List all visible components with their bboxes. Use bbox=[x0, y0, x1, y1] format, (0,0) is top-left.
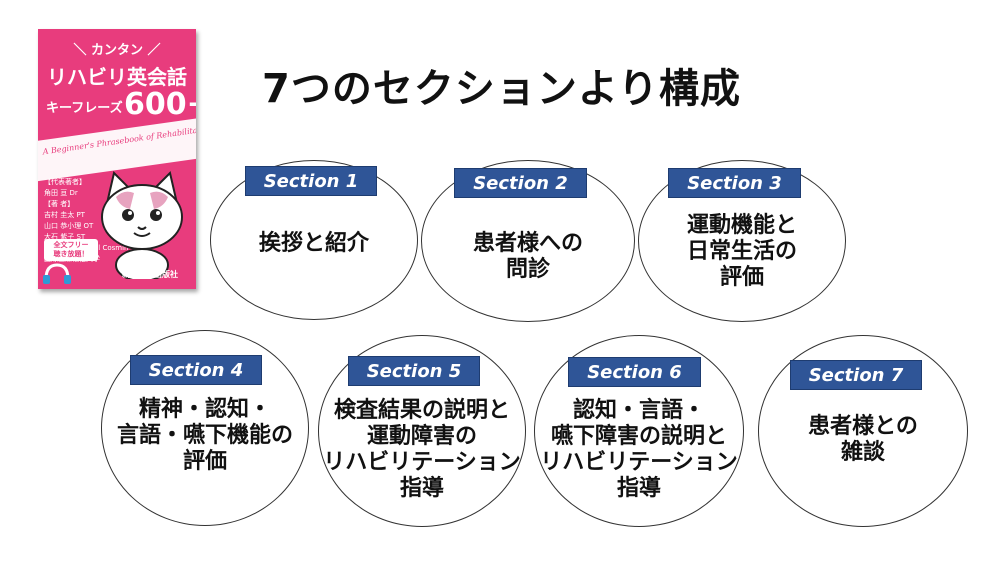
book-phrase-label: キーフレーズ bbox=[46, 101, 123, 116]
section-4-text: 精神・認知・ 言語・嚥下機能の 評価 bbox=[116, 397, 293, 474]
section-2-label: Section 2 bbox=[454, 168, 587, 198]
section-6-label: Section 6 bbox=[568, 357, 701, 387]
book-badge: 全文フリー 聴き放題！ bbox=[44, 239, 98, 261]
book-publisher: 新興医学出版社 bbox=[122, 270, 178, 279]
section-3-text: 運動機能と 日常生活の 評価 bbox=[686, 213, 797, 290]
page-title: 7つのセクションより構成 bbox=[262, 66, 742, 112]
book-cover: ＼ カンタン ／ リハビリ英会話 キーフレーズ 600+ A Beginner'… bbox=[38, 29, 196, 289]
book-phrase-count: 600+ bbox=[124, 87, 196, 122]
section-6-text: 認知・言語・ 嚥下障害の説明と リハビリテーション 指導 bbox=[540, 398, 738, 501]
headphones-icon bbox=[43, 263, 71, 284]
cat-mascot-icon bbox=[101, 171, 183, 279]
section-5-text: 検査結果の説明と 運動障害の リハビリテーション 指導 bbox=[323, 398, 521, 501]
section-1-text: 挨拶と紹介 bbox=[258, 231, 369, 256]
section-4-label: Section 4 bbox=[130, 355, 262, 385]
section-2-text: 患者様への 問診 bbox=[472, 231, 583, 282]
book-main-title: リハビリ英会話 bbox=[47, 65, 187, 89]
section-7-label: Section 7 bbox=[790, 360, 922, 390]
section-5-label: Section 5 bbox=[348, 356, 480, 386]
book-kantan-text: ＼ カンタン ／ bbox=[73, 43, 161, 58]
section-7-text: 患者様との 雑談 bbox=[808, 414, 918, 465]
section-3-label: Section 3 bbox=[668, 168, 801, 198]
section-1-label: Section 1 bbox=[245, 166, 377, 196]
